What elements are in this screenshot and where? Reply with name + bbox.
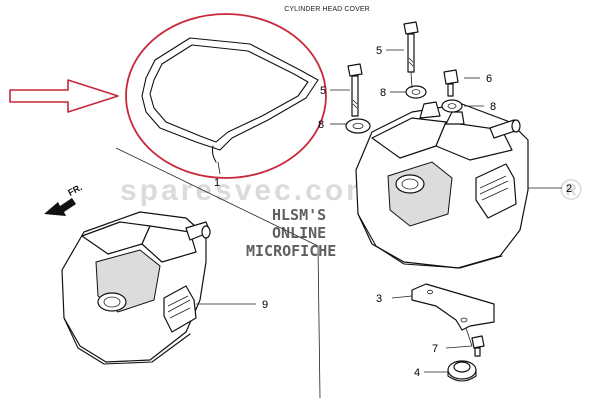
callout-8-lower: 8 bbox=[318, 119, 324, 131]
bolt-part-7 bbox=[471, 335, 485, 357]
callout-5-lower: 5 bbox=[320, 85, 326, 97]
cylinder-head-cover-part-2 bbox=[355, 101, 529, 269]
highlight-arrow bbox=[9, 79, 119, 113]
diagram-title: CYLINDER HEAD COVER bbox=[284, 6, 370, 13]
seal-part-1 bbox=[447, 360, 477, 382]
callout-1: 4 bbox=[414, 367, 420, 379]
watermark-site: sparesvec.com bbox=[120, 174, 376, 207]
watermark-registered: ® bbox=[560, 174, 585, 207]
callout-5-upper: 5 bbox=[376, 45, 382, 57]
callout-8-right: 8 bbox=[490, 101, 496, 113]
bracket-part-3 bbox=[411, 283, 495, 331]
watermark-line-2: ONLINE bbox=[272, 224, 326, 242]
bolt-part-6 bbox=[443, 69, 459, 97]
washer-part-8-upper bbox=[405, 85, 427, 99]
front-direction-arrow bbox=[44, 198, 76, 216]
watermark-line-1: HLSM'S bbox=[272, 206, 326, 224]
bolt-part-5-lower bbox=[347, 63, 363, 117]
front-direction-label: FR. bbox=[66, 182, 83, 198]
bolt-part-5-upper bbox=[403, 21, 419, 73]
cylinder-head-cover-part-9 bbox=[61, 211, 211, 365]
callout-3: 3 bbox=[376, 293, 382, 305]
callout-6: 6 bbox=[486, 73, 492, 85]
callout-8-upper: 8 bbox=[380, 87, 386, 99]
callout-2: 2 bbox=[566, 183, 572, 195]
washer-part-8-lower bbox=[345, 118, 371, 134]
washer-part-8-right bbox=[441, 99, 463, 113]
gasket-part-4 bbox=[141, 37, 319, 163]
callout-9: 9 bbox=[262, 299, 268, 311]
highlight-circle bbox=[125, 13, 327, 179]
callout-4: 1 bbox=[214, 177, 220, 189]
watermark-line-3: MICROFICHE bbox=[246, 242, 336, 260]
callout-7: 7 bbox=[432, 343, 438, 355]
